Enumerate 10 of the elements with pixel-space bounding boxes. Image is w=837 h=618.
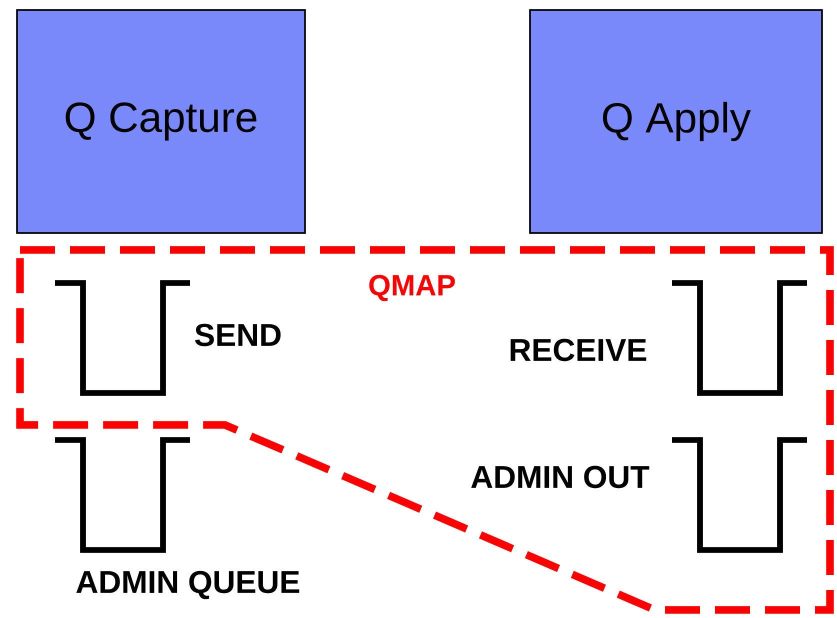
queue-label: SEND — [194, 324, 281, 346]
queue-label: ADMIN OUT — [471, 466, 650, 488]
queue-symbol — [55, 437, 190, 553]
queue-symbol — [672, 437, 807, 553]
queue-symbol — [672, 280, 807, 396]
queue-symbol — [55, 280, 190, 396]
process-box: Q Apply — [529, 9, 823, 234]
process-box: Q Capture — [16, 9, 306, 234]
queue-label: RECEIVE — [510, 338, 646, 362]
queue-label: ADMIN QUEUE — [76, 570, 300, 600]
